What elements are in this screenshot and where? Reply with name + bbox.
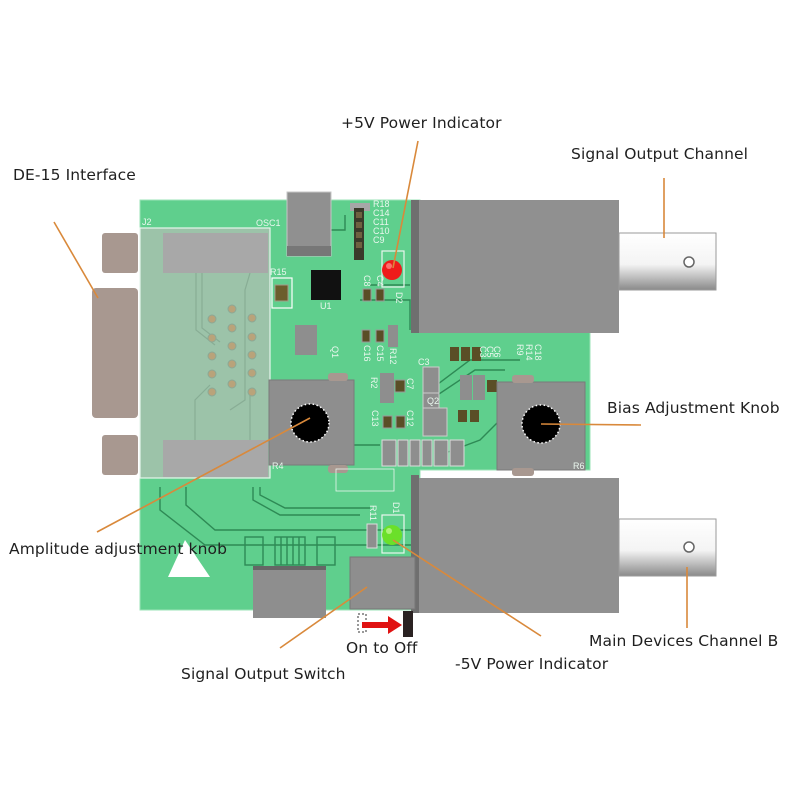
q1-transistor <box>295 325 317 355</box>
silk-c10: C10 <box>373 226 390 236</box>
callout-bias-adjustment-knob: Bias Adjustment Knob <box>607 399 780 417</box>
amplitude-knob <box>290 403 330 443</box>
silk-r18: R18 <box>373 199 390 209</box>
callout-on-to-off: On to Off <box>346 639 418 657</box>
silk-u1: U1 <box>320 301 332 311</box>
silk-c12: C12 <box>405 410 415 427</box>
silk-q1: Q1 <box>330 346 340 359</box>
silk-j2: J2 <box>142 217 152 227</box>
connector-block <box>253 566 326 618</box>
silk-c7: C7 <box>405 378 415 390</box>
silk-c11: C11 <box>373 217 389 227</box>
silk-c8: C8 <box>362 275 372 287</box>
signal-output-switch-body <box>349 556 416 610</box>
osc1-component <box>286 191 332 257</box>
leader-lines <box>53 140 688 649</box>
silk-c5: C5 <box>485 346 495 358</box>
silk-q2: Q2 <box>427 396 440 406</box>
callout-minus5v-power-indicator: -5V Power Indicator <box>455 655 609 673</box>
silk-c6: C6 <box>492 346 502 358</box>
silk-osc1: OSC1 <box>256 218 281 228</box>
silk-c13: C13 <box>370 410 380 427</box>
esd-warning-icon <box>168 540 210 577</box>
callout-main-devices-channel-b: Main Devices Channel B <box>589 632 779 650</box>
silk-c16: C16 <box>362 345 372 362</box>
bnc-connector-bottom <box>411 475 717 613</box>
switch-lever <box>403 611 413 637</box>
bnc-connector-top <box>411 200 717 333</box>
silk-r14: R14 <box>524 344 534 361</box>
silk-r2: R2 <box>369 377 379 389</box>
j2-pins <box>207 304 257 397</box>
callout-signal-output-channel: Signal Output Channel <box>571 145 749 163</box>
callout-de15-interface: DE-15 Interface <box>13 166 136 184</box>
silk-c18: C18 <box>533 344 543 361</box>
silk-c3: C3 <box>478 346 488 358</box>
silk-r9: R9 <box>515 344 525 356</box>
silk-c15: C15 <box>375 345 385 362</box>
silk-d2: D2 <box>394 292 404 304</box>
on-to-off-arrow <box>362 616 402 634</box>
silk-c14: C14 <box>373 208 390 218</box>
u1-chip <box>311 270 341 300</box>
silk-c4: C4 <box>375 275 385 287</box>
silk-r4: R4 <box>272 461 284 471</box>
silk-r12: R12 <box>388 348 398 365</box>
resistor-array <box>381 439 465 467</box>
callout-signal-output-switch: Signal Output Switch <box>181 665 346 683</box>
silk-r15: R15 <box>270 267 287 277</box>
de15-connector-shell <box>92 233 138 475</box>
d1-led-green <box>382 525 402 545</box>
callout-plus5v-power-indicator: +5V Power Indicator <box>341 114 502 132</box>
silk-r11: R11 <box>368 505 378 521</box>
d2-led-red <box>382 260 402 280</box>
silk-c9: C9 <box>373 235 385 245</box>
silk-r6: R6 <box>573 461 585 471</box>
callout-amplitude-adjustment-knob: Amplitude adjustment knob <box>9 540 228 558</box>
silk-d1: D1 <box>391 502 401 514</box>
silk-q3: C3 <box>418 357 430 367</box>
q2-transistor <box>422 407 448 437</box>
